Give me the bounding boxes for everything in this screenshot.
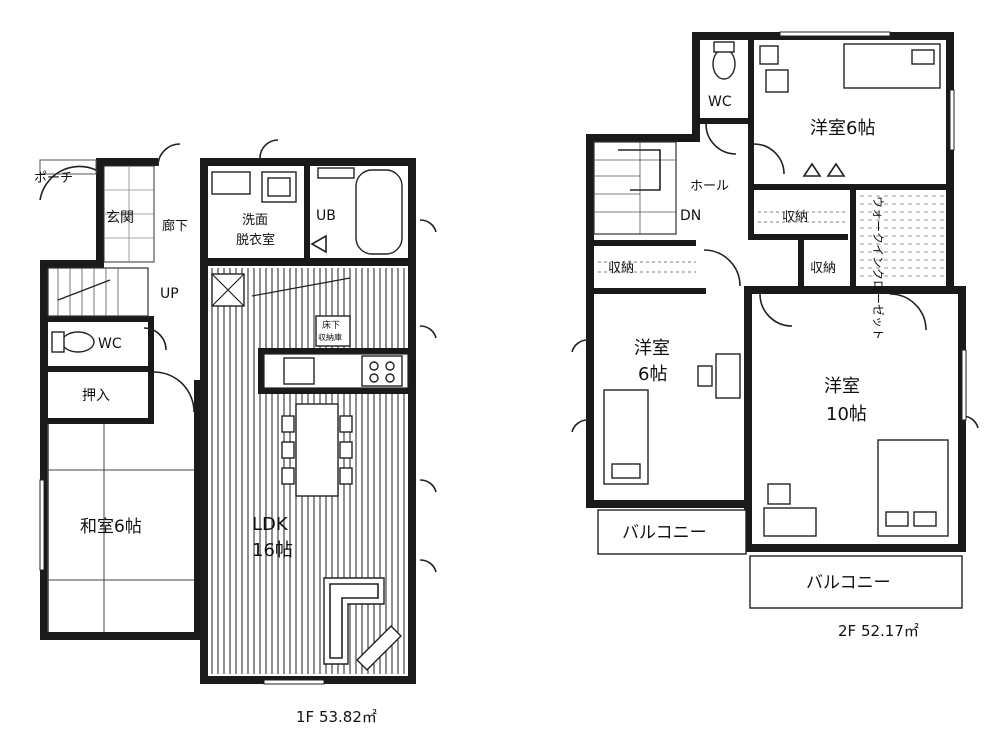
entrance-label: 玄関 bbox=[106, 209, 134, 226]
underfloor-label-line1: 床下 bbox=[322, 319, 340, 331]
wall bbox=[96, 158, 158, 166]
western-room-a-label: 洋室6帖 bbox=[810, 118, 875, 139]
wall bbox=[40, 316, 148, 322]
storage-a-label: 収納 bbox=[782, 210, 808, 225]
windows-1f bbox=[39, 479, 325, 685]
balcony-2 bbox=[749, 555, 963, 609]
western-room-b-label-line2: 6帖 bbox=[638, 364, 667, 385]
wall bbox=[744, 544, 966, 552]
stairs-1f bbox=[47, 267, 149, 317]
western-room-b-furniture bbox=[603, 353, 741, 485]
wall bbox=[586, 500, 752, 508]
dining-table bbox=[281, 403, 353, 497]
entrance-tiles bbox=[103, 165, 155, 263]
wc-1f-label: WC bbox=[98, 336, 122, 352]
wall bbox=[258, 348, 264, 392]
windows-2f bbox=[779, 31, 967, 421]
japanese-room-label: 和室6帖 bbox=[80, 517, 142, 537]
wall bbox=[40, 260, 104, 268]
wall bbox=[586, 134, 700, 142]
wall bbox=[148, 316, 154, 372]
wall bbox=[744, 286, 752, 552]
balcony-2-label: バルコニー bbox=[806, 573, 891, 593]
bathtub bbox=[317, 167, 403, 255]
toilet-1f bbox=[51, 331, 95, 353]
doors-1f bbox=[143, 139, 437, 573]
wall bbox=[798, 234, 804, 292]
porch-label: ポーチ bbox=[34, 171, 73, 186]
floor1-area-label: 1F 53.82㎡ bbox=[296, 708, 377, 726]
washroom-label-line2: 脱衣室 bbox=[236, 232, 275, 248]
washroom-fixtures bbox=[211, 171, 297, 203]
kitchen-counter bbox=[263, 353, 409, 389]
stairs-up-label: UP bbox=[160, 286, 179, 302]
wall bbox=[850, 184, 856, 292]
western-room-b-label-line1: 洋室 bbox=[634, 338, 670, 359]
corridor-label: 廊下 bbox=[162, 218, 188, 234]
wall bbox=[692, 118, 754, 124]
wall bbox=[40, 260, 48, 640]
floor1-plan: ポーチ 玄関 廊下 洗面 脱衣室 UB UP WC 押入 和室6帖 LDK 16… bbox=[34, 139, 437, 726]
wall bbox=[258, 388, 408, 394]
stairs-2f bbox=[593, 141, 677, 235]
balcony-1 bbox=[597, 509, 747, 555]
wall bbox=[586, 240, 696, 246]
underfloor-storage bbox=[315, 315, 351, 347]
ldk-label-line2: 16帖 bbox=[252, 540, 293, 561]
wall bbox=[200, 262, 208, 684]
wall bbox=[748, 32, 754, 192]
ldk-label-line1: LDK bbox=[252, 514, 289, 535]
floor2-plan: WC ホール DN 洋室6帖 収納 ウォークインクローゼット 収納 収納 洋室 … bbox=[571, 31, 979, 640]
storage-b-label: 収納 bbox=[608, 261, 634, 276]
balcony-1-label: バルコニー bbox=[622, 523, 707, 543]
storage-c-label: 収納 bbox=[810, 261, 836, 276]
refrigerator bbox=[211, 273, 351, 307]
porch-area bbox=[39, 159, 97, 201]
washroom-label-line1: 洗面 bbox=[242, 213, 268, 228]
wc-2f-label: WC bbox=[708, 94, 732, 110]
wall bbox=[194, 380, 202, 640]
wall bbox=[408, 158, 416, 684]
toilet-2f bbox=[712, 41, 736, 80]
western-room-a-furniture bbox=[759, 43, 941, 93]
sofa bbox=[323, 577, 385, 665]
walk-in-closet-label: ウォークインクローゼット bbox=[871, 196, 885, 340]
wall bbox=[946, 32, 954, 292]
wall bbox=[258, 348, 408, 354]
western-room-c-label-line2: 10帖 bbox=[826, 404, 867, 425]
wall bbox=[96, 158, 104, 268]
wall bbox=[586, 288, 706, 294]
closet-label: 押入 bbox=[82, 388, 110, 404]
floor2-area-label: 2F 52.17㎡ bbox=[838, 622, 919, 640]
tatami-mats bbox=[47, 424, 194, 632]
hall-label: ホール bbox=[690, 179, 729, 194]
storage-hatch-2f bbox=[598, 211, 846, 273]
bath-label: UB bbox=[316, 208, 336, 224]
underfloor-label-line2: 収納庫 bbox=[318, 332, 342, 342]
wall bbox=[40, 366, 154, 372]
wall bbox=[748, 184, 754, 240]
wall bbox=[148, 372, 154, 424]
wall bbox=[304, 158, 310, 262]
doors-2f bbox=[571, 123, 979, 433]
wall bbox=[40, 632, 208, 640]
stairs-down-label: DN bbox=[680, 208, 701, 224]
wall bbox=[200, 158, 208, 268]
wall bbox=[40, 418, 154, 424]
wall bbox=[586, 134, 594, 508]
walk-in-closet-hatch bbox=[860, 195, 944, 277]
wall bbox=[692, 32, 700, 140]
tv-stand bbox=[356, 625, 402, 671]
western-room-c-furniture bbox=[763, 439, 949, 537]
western-room-c-label-line1: 洋室 bbox=[824, 376, 860, 397]
